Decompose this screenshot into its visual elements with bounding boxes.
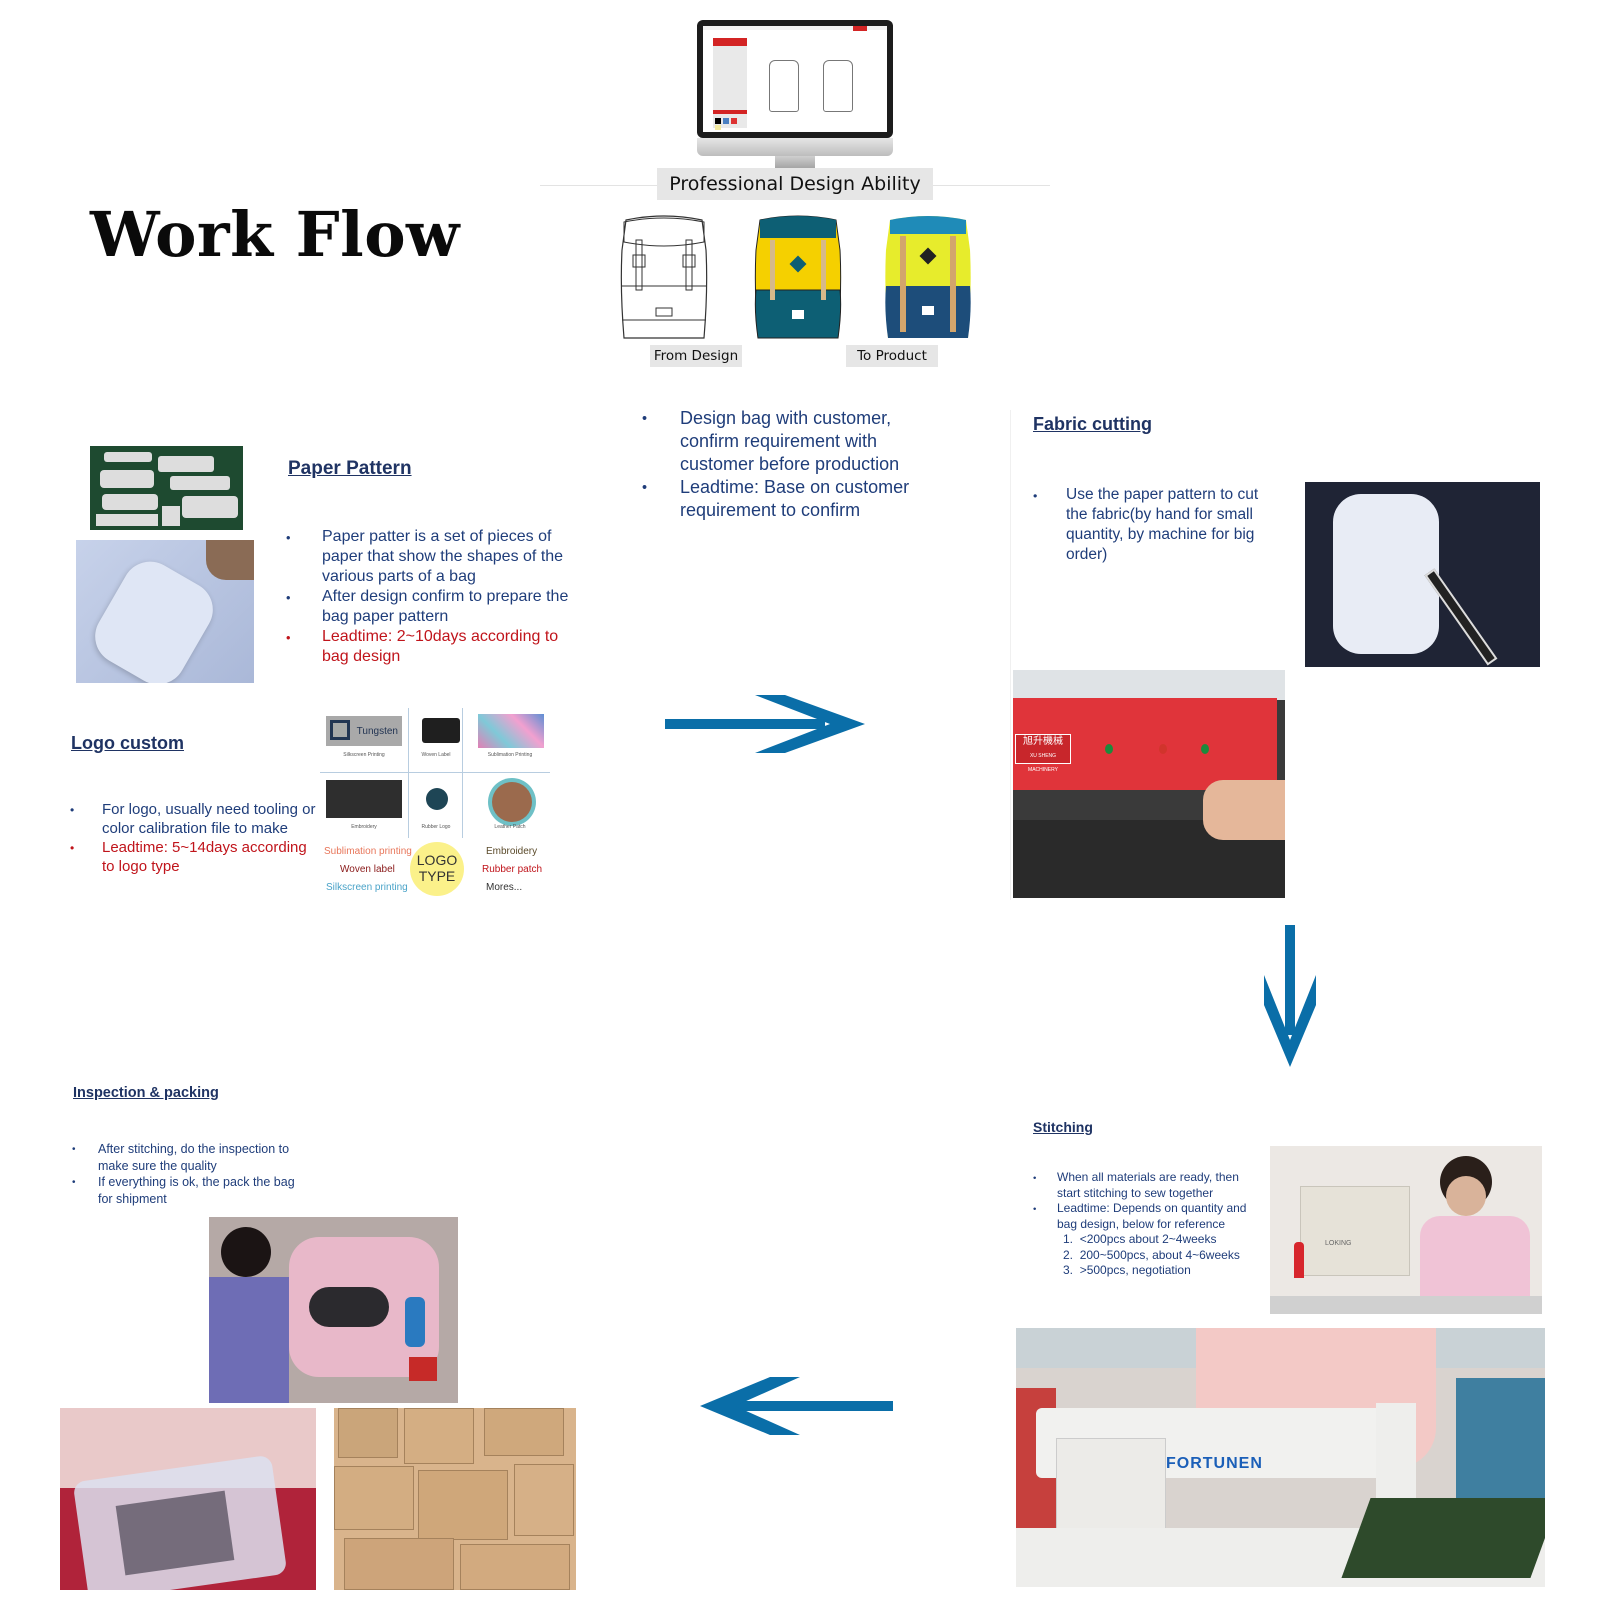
logo-type-option: Woven label	[340, 864, 395, 875]
from-design-label: From Design	[650, 345, 742, 367]
leadtime-item: 3. >500pcs, negotiation	[1063, 1263, 1191, 1277]
bullet-item: If everything is ok, the pack the bag fo…	[72, 1174, 312, 1207]
bullet-item: For logo, usually need tooling or color …	[70, 800, 320, 838]
bullet-item: When all materials are ready, then start…	[1033, 1170, 1263, 1201]
inspection-worker-image	[209, 1217, 458, 1403]
fabric-cutting-title: Fabric cutting	[1033, 414, 1153, 434]
to-product-label: To Product	[846, 345, 938, 367]
grid-caption: Silkscreen Printing	[343, 752, 385, 758]
bagging-product-image	[60, 1408, 316, 1590]
bullet-item: Design bag with customer, confirm requir…	[642, 407, 952, 476]
stitching-title: Stitching	[1033, 1119, 1093, 1135]
logo-type-option: Embroidery	[486, 846, 538, 857]
logo-type-option: Sublimation printing	[324, 846, 412, 857]
fabric-cutting-bullet-list: Use the paper pattern to cut the fabric(…	[1033, 485, 1283, 565]
paper-pattern-title: Paper Pattern	[288, 458, 412, 479]
machine-sign-text: 旭升機械	[1023, 736, 1063, 747]
logo-type-option: Rubber patch	[482, 864, 543, 875]
logo-type-option: Silkscreen printing	[326, 882, 408, 893]
paper-pattern-template-image	[76, 540, 254, 683]
tungsten-logo-text: Tungsten	[356, 725, 398, 737]
grid-caption: Sublimation Printing	[487, 752, 533, 758]
shipping-cartons-image	[334, 1408, 576, 1590]
fabric-template-with-knife-image	[1305, 482, 1540, 667]
logo-custom-bullet-list: For logo, usually need tooling or color …	[70, 800, 320, 876]
cutting-machine-image: 旭升機械 XU SHENG MACHINERY	[1013, 670, 1285, 898]
grid-caption: Woven Label	[421, 752, 451, 758]
arrow-down-icon	[1264, 925, 1316, 1067]
sewing-machine-image: FORTUNEN	[1016, 1328, 1545, 1587]
logo-type-option: Mores...	[486, 882, 523, 893]
inspection-packing-title: Inspection & packing	[73, 1085, 219, 1101]
grid-caption: Leather Patch	[494, 824, 526, 830]
arrow-left-icon	[700, 1377, 893, 1435]
design-monitor-image	[697, 20, 893, 170]
leadtime-item: 2. 200~500pcs, about 4~6weeks	[1063, 1247, 1240, 1262]
logo-type-center: LOGO TYPE	[410, 842, 464, 896]
arrow-right-icon	[665, 695, 865, 753]
fortunen-brand-text: FORTUNEN	[1166, 1455, 1263, 1472]
bullet-item-leadtime: Leadtime: 2~10days according to bag desi…	[286, 627, 576, 667]
bullet-item: After design confirm to prepare the bag …	[286, 587, 576, 627]
backpack-product-image	[885, 216, 971, 338]
bullet-item: After stitching, do the inspection to ma…	[72, 1141, 312, 1174]
design-bullet-list: Design bag with customer, confirm requir…	[642, 407, 952, 522]
design-ability-label: Professional Design Ability	[657, 168, 933, 200]
bullet-item: Leadtime: Base on customer requirement t…	[642, 476, 952, 522]
sewing-worker-image: LOKING	[1270, 1146, 1542, 1314]
paper-pattern-bullet-list: Paper patter is a set of pieces of paper…	[286, 527, 576, 667]
bullet-item-leadtime: Leadtime: 5~14days according to logo typ…	[70, 838, 320, 876]
logo-custom-title: Logo custom	[71, 733, 184, 753]
backpack-design-image	[754, 215, 842, 339]
backpack-sketch-image	[620, 215, 708, 339]
fabric-cutting-panel	[1010, 410, 1550, 900]
stitching-bullet-list: When all materials are ready, then start…	[1033, 1170, 1263, 1279]
stitching-leadtime-list: 1. <200pcs about 2~4weeks 2. 200~500pcs,…	[1033, 1232, 1263, 1279]
bullet-item: Paper patter is a set of pieces of paper…	[286, 527, 576, 587]
leadtime-item: 1. <200pcs about 2~4weeks	[1063, 1232, 1217, 1246]
logo-type-diagram: LOGO TYPE Sublimation printing Woven lab…	[320, 842, 550, 900]
grid-caption: Embroidery	[351, 824, 377, 830]
bullet-item: Leadtime: Depends on quantity and bag de…	[1033, 1201, 1263, 1232]
grid-caption: Rubber Logo	[421, 824, 451, 830]
inspection-bullet-list: After stitching, do the inspection to ma…	[72, 1141, 312, 1207]
page-title: Work Flow	[90, 198, 460, 271]
bullet-item: Use the paper pattern to cut the fabric(…	[1033, 485, 1283, 565]
logo-types-grid-image: Tungsten Silkscreen Printing Woven Label…	[320, 708, 550, 838]
paper-pattern-pieces-image	[90, 446, 243, 530]
